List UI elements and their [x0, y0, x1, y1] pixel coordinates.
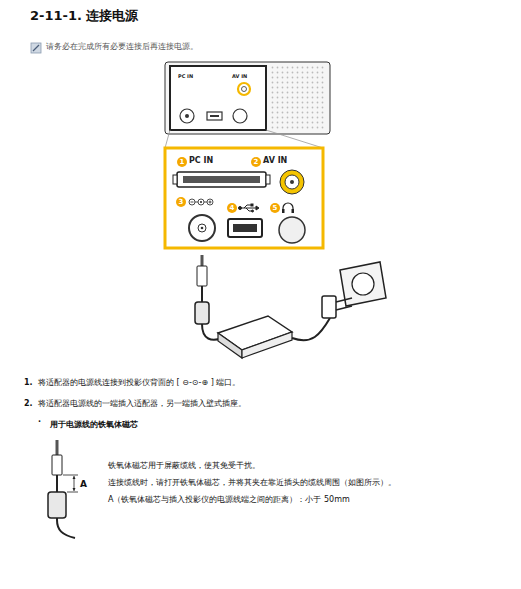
note-icon — [31, 43, 41, 53]
body-text: A（铁氧体磁芯与插入投影仪的电源线端之间的距离）：小于 50mm — [108, 495, 350, 505]
port-label: AV IN — [263, 156, 287, 166]
bullet: · — [38, 417, 41, 427]
power-adapter — [195, 255, 386, 358]
port-panel — [165, 148, 323, 248]
callout-number: 4 — [227, 203, 237, 213]
body-text: 铁氧体磁芯用于屏蔽缆线，使其免受干扰。 — [108, 461, 260, 471]
projector-back — [165, 62, 330, 148]
callout-number: 3 — [176, 197, 186, 207]
section-heading: 用于电源线的铁氧体磁芯 — [50, 420, 138, 430]
step-text: 将适配器的电源线连接到投影仪背面的 [ ⊖-⊙-⊕ ] 端口。 — [38, 378, 240, 388]
port-label: PC IN — [189, 156, 213, 166]
note-text: 请务必在完成所有必要连接后再连接电源。 — [46, 42, 198, 52]
port-label: AV IN — [232, 73, 247, 79]
callout-number: 2 — [251, 157, 261, 167]
step-text: 将适配器电源线的一端插入适配器，另一端插入壁式插座。 — [38, 399, 246, 409]
step-number: 2. — [24, 399, 33, 409]
page-title: 2-11-1. 连接电源 — [30, 8, 138, 24]
callout-number: 1 — [177, 157, 187, 167]
ferrite-core-figure — [48, 440, 78, 538]
body-text: 连接缆线时，请打开铁氧体磁芯，并将其夹在靠近插头的缆线周围（如图所示）。 — [108, 478, 396, 488]
callout-number: 5 — [270, 203, 280, 213]
step-number: 1. — [24, 378, 33, 388]
port-label: PC IN — [178, 73, 193, 79]
dimension-label: A — [80, 479, 87, 490]
